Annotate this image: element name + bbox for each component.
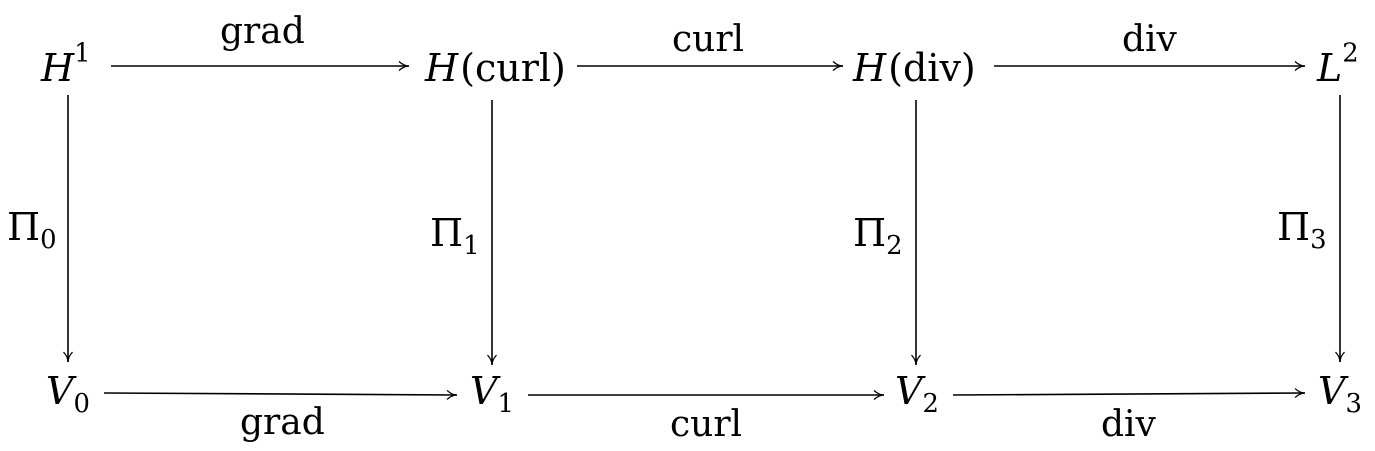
arrow-v2-to-v3 <box>952 388 1306 399</box>
node-hcurl: H(curl) <box>425 49 566 87</box>
label-pi1: Π1 <box>430 211 480 259</box>
label-pi3: Π3 <box>1277 205 1327 253</box>
node-hcurl-base: H <box>425 46 459 90</box>
arrow-v0-to-v1 <box>103 389 458 400</box>
label-pi0-sub: 0 <box>40 224 57 255</box>
node-v1-base: V <box>470 369 498 413</box>
node-v3: V3 <box>1318 369 1362 417</box>
node-h1: H1 <box>41 41 91 90</box>
node-v1-sub: 1 <box>497 388 514 419</box>
node-v2: V2 <box>895 369 939 417</box>
node-l2-base: L <box>1317 46 1343 90</box>
node-v3-base: V <box>1318 369 1346 413</box>
node-hdiv-base: H <box>853 46 887 90</box>
node-v0-base: V <box>46 369 74 413</box>
node-v0: V0 <box>46 369 90 417</box>
node-v2-sub: 2 <box>922 388 939 419</box>
label-top-div: div <box>1122 19 1177 60</box>
node-v1: V1 <box>470 369 514 417</box>
node-h1-base: H <box>41 46 75 90</box>
label-bottom-curl: curl <box>670 404 743 445</box>
node-v0-sub: 0 <box>73 388 90 419</box>
node-v2-base: V <box>895 369 923 413</box>
label-pi0: Π0 <box>7 205 57 253</box>
label-bottom-grad: grad <box>240 402 325 443</box>
node-l2: L2 <box>1317 41 1359 90</box>
node-l2-sup: 2 <box>1342 38 1359 69</box>
label-pi2-sub: 2 <box>886 230 903 261</box>
label-pi1-base: Π <box>430 211 464 255</box>
label-pi1-sub: 1 <box>463 230 480 261</box>
label-pi2-base: Π <box>853 211 887 255</box>
label-top-curl: curl <box>672 19 745 60</box>
node-h1-sup: 1 <box>74 38 91 69</box>
label-pi3-sub: 3 <box>1310 224 1327 255</box>
label-top-grad: grad <box>220 11 305 52</box>
node-hdiv: H(div) <box>853 49 976 87</box>
node-hdiv-arg: (div) <box>888 46 976 90</box>
node-v3-sub: 3 <box>1345 388 1362 419</box>
label-bottom-div: div <box>1101 404 1156 445</box>
label-pi2: Π2 <box>853 211 903 259</box>
node-hcurl-arg: (curl) <box>460 46 566 90</box>
label-pi0-base: Π <box>7 205 41 249</box>
label-pi3-base: Π <box>1277 205 1311 249</box>
